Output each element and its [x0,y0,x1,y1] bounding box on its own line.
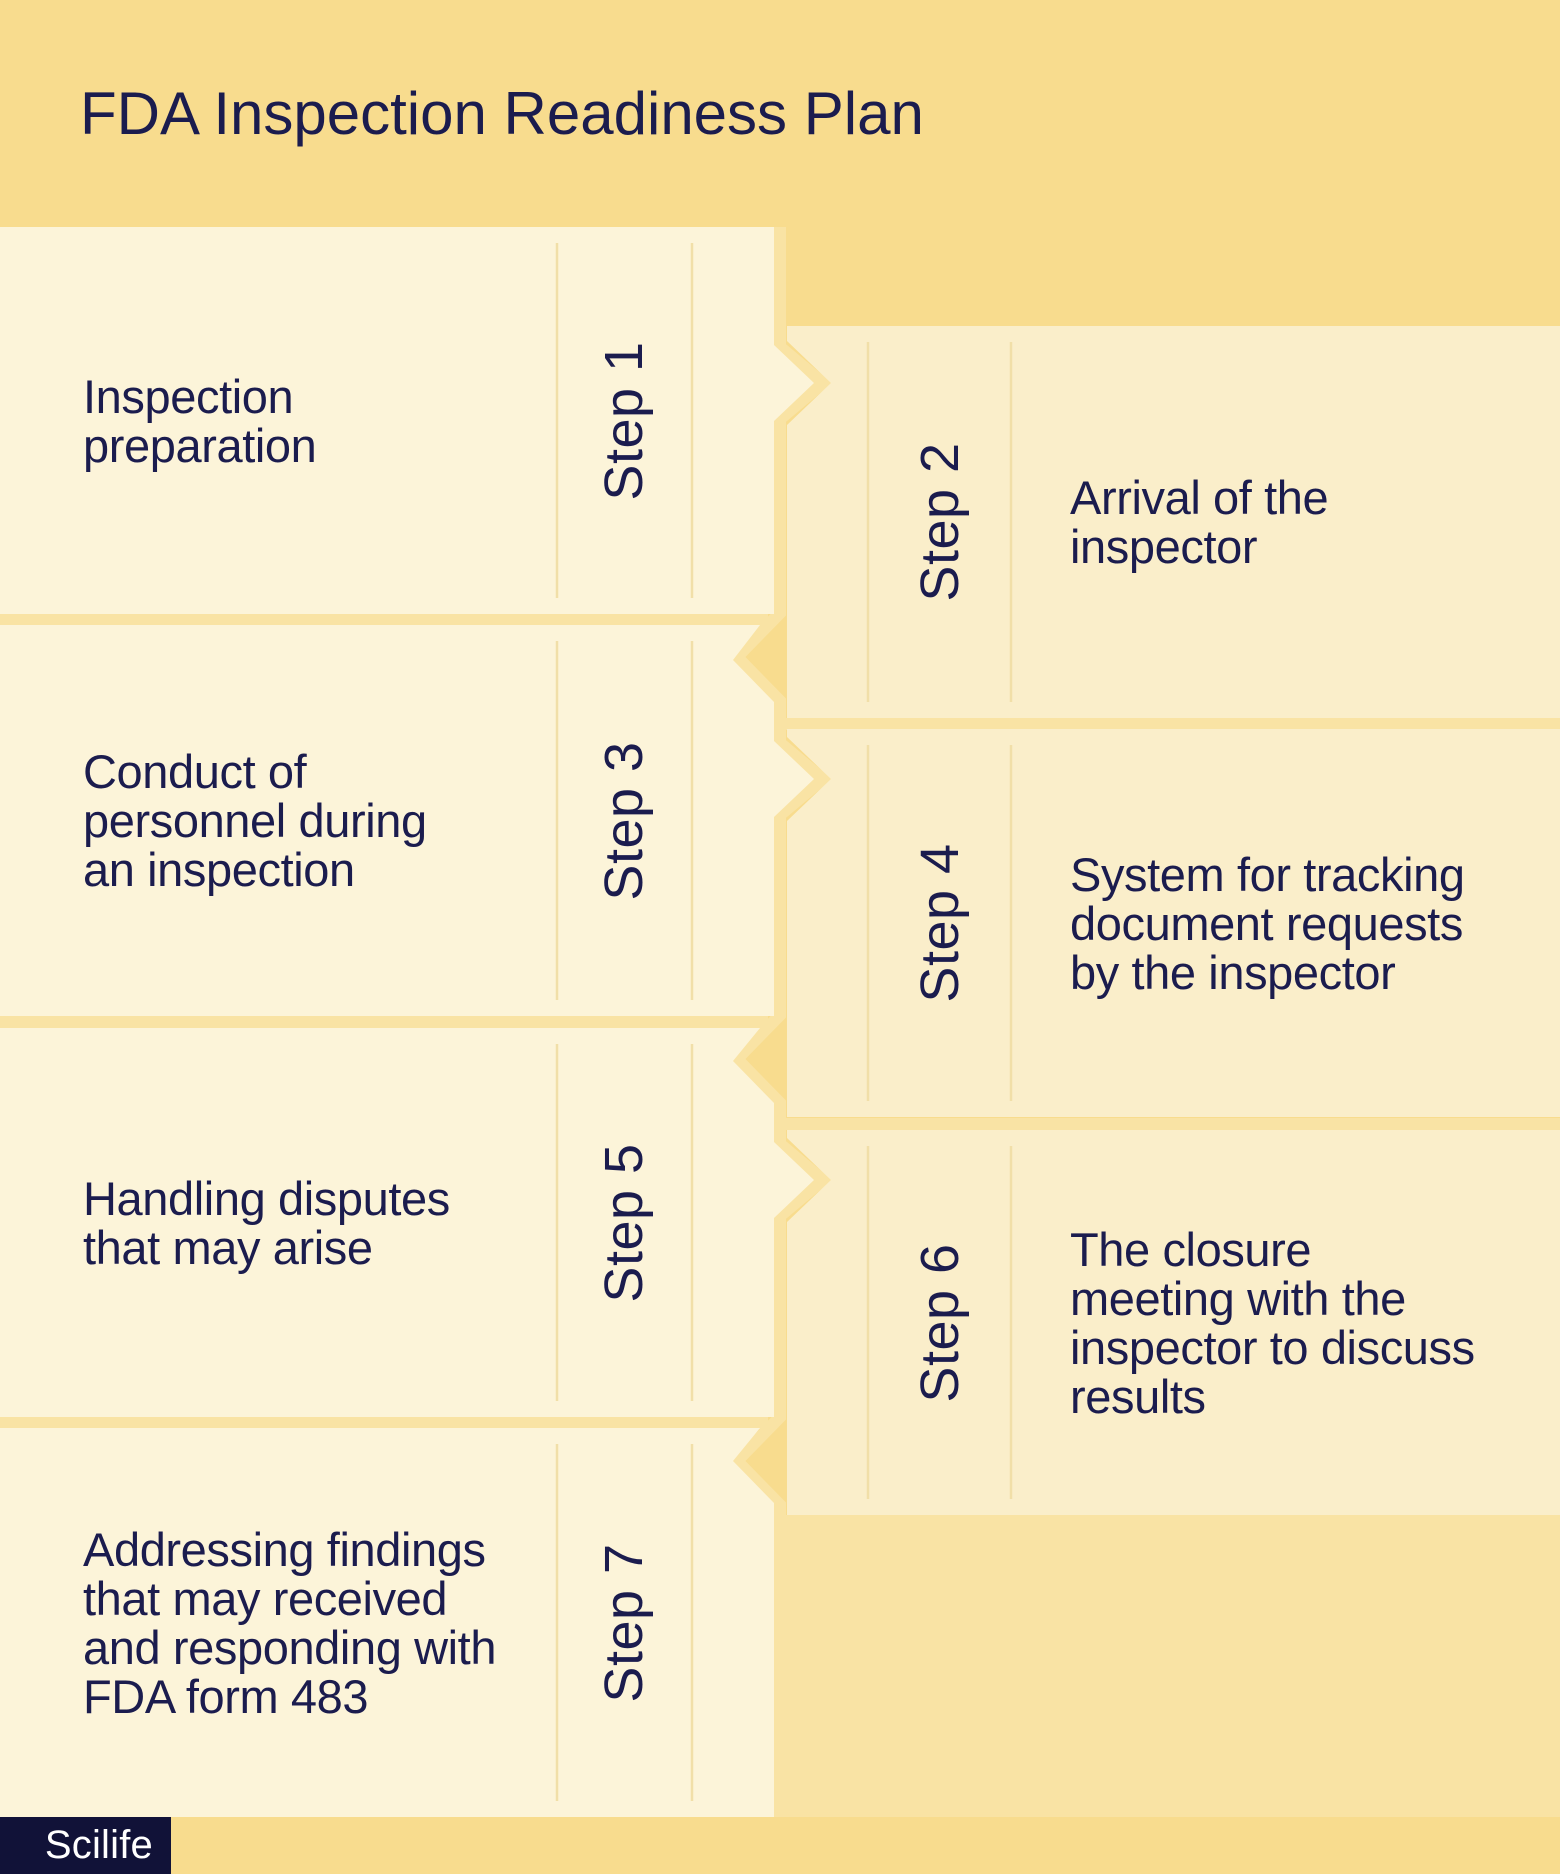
panel-shape-step-4 [787,729,1560,1117]
step-3-description: Conduct of personnel during an inspectio… [83,625,538,1016]
panel-shape-step-2 [787,326,1560,718]
step-4-label: Step 4 [910,843,970,1003]
scilife-logo-text: Scilife [44,1823,153,1867]
step-2-description: Arrival of the inspector [1070,326,1540,718]
step-7-label: Step 7 [594,1543,654,1703]
step-7-description-line: FDA form 483 [83,1669,369,1723]
step-4-description: System for tracking document requests by… [1070,729,1540,1117]
panel-shape-step-3 [0,625,814,1016]
step-6-description-line: results [1070,1369,1206,1423]
step-2-description-line: inspector [1070,520,1258,573]
step-4-description-line: by the inspector [1070,945,1396,999]
panel-shape-step-5 [0,1028,814,1417]
scilife-logo: Scilife [0,1817,171,1874]
step-3-description-line: an inspection [83,843,355,896]
seam-dividers [0,614,1560,1429]
step-6-description-line: The closure [1070,1222,1312,1276]
step-1-description: Inspection preparation [83,227,538,614]
step-1-description-line: Inspection [83,369,294,423]
step-6-description: The closure meeting with the inspector t… [1070,1130,1540,1515]
step-1-description-line: preparation [83,418,317,472]
step-7-description-line: Addressing findings [83,1522,486,1576]
step-5-description: Handling disputes that may arise [83,1028,538,1417]
seam-fill-bottom-right [774,1515,1560,1817]
step-6-description-line: inspector to discuss [1070,1320,1475,1374]
step-2-label: Step 2 [910,442,970,602]
panel-shape-step-6 [787,1130,1560,1515]
step-2-description-line: Arrival of the [1070,471,1329,524]
step-4-description-line: System for tracking [1070,847,1465,901]
page-title: FDA Inspection Readiness Plan [80,80,924,147]
panel-shape-step-1 [0,227,814,614]
step-5-description-line: that may arise [83,1220,373,1274]
step-4-description-line: document requests [1070,896,1463,950]
step-3-label: Step 3 [594,741,654,901]
step-6-description-line: meeting with the [1070,1271,1406,1325]
step-3-description-line: personnel during [83,794,427,847]
step-5-label: Step 5 [594,1143,654,1303]
panel-column-rules [555,243,1013,1801]
step-7-description-line: and responding with [83,1620,497,1674]
step-1-label: Step 1 [594,341,654,501]
step-5-description-line: Handling disputes [83,1171,450,1225]
step-7-description: Addressing findings that may received an… [83,1428,538,1817]
panel-shape-step-7 [0,1428,774,1817]
step-7-description-line: that may received [83,1571,448,1625]
seam-zigzag [728,227,833,1817]
step-3-description-line: Conduct of [83,745,307,798]
step-6-label: Step 6 [910,1243,970,1403]
